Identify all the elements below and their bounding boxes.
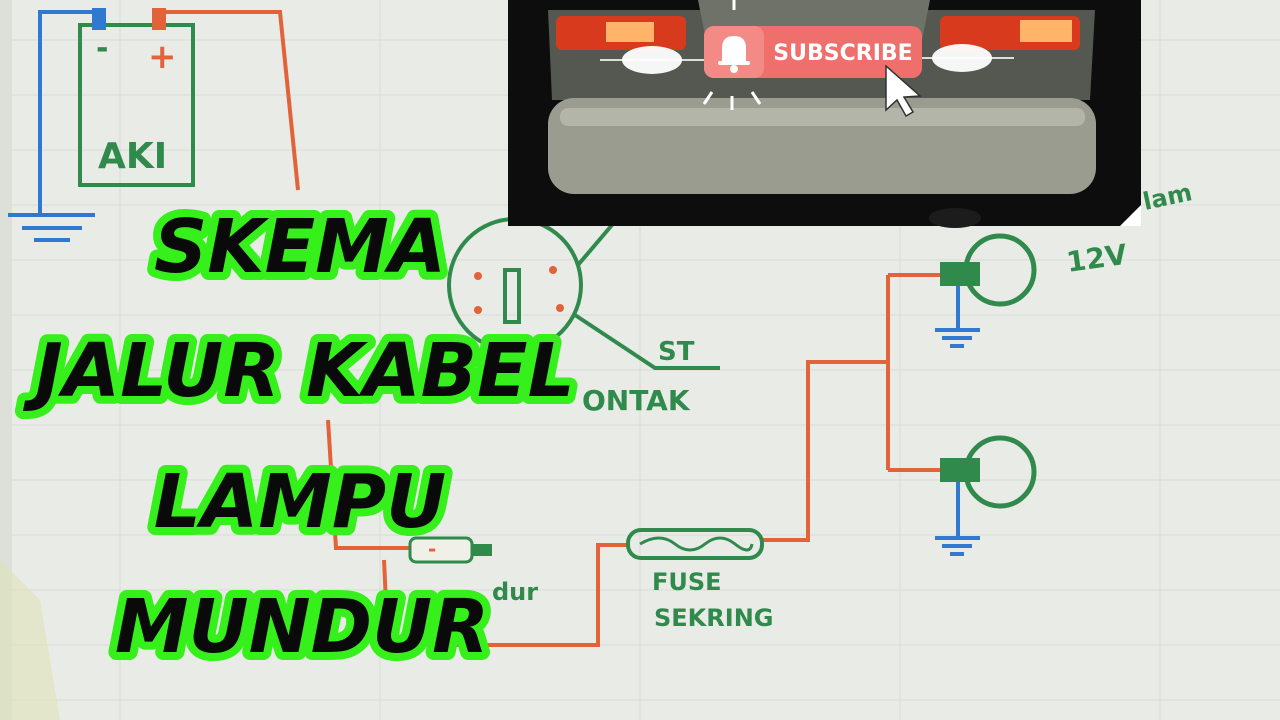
- ground-symbol-battery: [8, 213, 95, 242]
- ignition-terminal-label: ST: [658, 337, 695, 367]
- sparkle-icon: [702, 0, 762, 110]
- reverse-lamp-top: [935, 233, 1037, 348]
- ignition-switch-symbol: ST ONTAK: [447, 217, 720, 417]
- battery-symbol: - + AKI: [78, 8, 195, 187]
- fuse-sublabel: SEKRING: [654, 604, 773, 632]
- title-line-4: MUNDUR: [115, 584, 489, 670]
- title-line-3: LAMPU: [154, 459, 446, 545]
- cursor-arrow-icon: [885, 64, 922, 118]
- subscribe-label: SUBSCRIBE: [773, 41, 912, 66]
- positive-wire: [159, 10, 945, 647]
- fuse-symbol: FUSE SEKRING: [626, 528, 773, 632]
- subscribe-button[interactable]: SUBSCRIBE: [702, 0, 922, 118]
- bell-icon: [718, 36, 750, 73]
- ground-wire: [38, 10, 99, 215]
- fuse-label: FUSE: [652, 568, 722, 596]
- ignition-label: ONTAK: [582, 384, 691, 417]
- title-line-1: SKEMA: [154, 204, 446, 290]
- reverse-switch-symbol: - dur: [408, 536, 538, 606]
- battery-label: AKI: [98, 136, 167, 177]
- battery-positive-mark: +: [148, 37, 177, 77]
- battery-negative-mark: -: [96, 31, 108, 66]
- video-title: SKEMA JALUR KABEL LAMPU MUNDUR: [14, 196, 582, 678]
- title-line-2: JALUR KABEL: [22, 328, 574, 414]
- switch-code-label: -: [428, 537, 436, 561]
- reverse-lamp-bottom: [935, 435, 1037, 556]
- switch-label: dur: [492, 578, 538, 606]
